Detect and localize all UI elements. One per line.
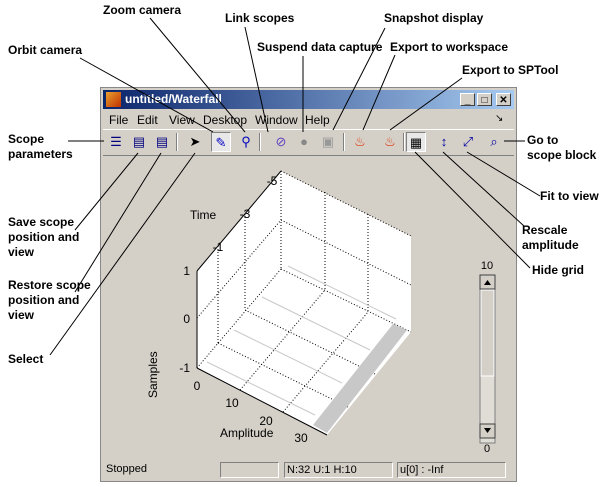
annotation-export-workspace: Export to workspace [390, 40, 509, 54]
scrollbar-min-label: 0 [484, 443, 490, 455]
annotation-snapshot: Snapshot display [384, 11, 484, 25]
waterfall-trace-latest [313, 324, 407, 433]
annotation-zoom-camera: Zoom camera [103, 3, 182, 17]
axes [196, 170, 328, 436]
time-tick: -3 [240, 207, 251, 221]
link-scopes-button[interactable]: ⊘ [275, 134, 287, 149]
menu-help[interactable]: Help [305, 113, 330, 127]
samples-tick: -1 [179, 361, 190, 375]
snapshot-button[interactable]: ▣ [321, 134, 335, 149]
time-tick: -1 [213, 240, 224, 254]
toolbar-separator [176, 133, 178, 151]
time-tick: -5 [267, 174, 278, 188]
history-scrollbar[interactable] [479, 274, 496, 444]
scrollbar-max-label: 10 [481, 260, 493, 272]
status-bar: Stopped N:32 U:1 H:10 u[0] : -Inf [103, 460, 514, 480]
toolbar: ☰ ▤ ▤ ➤ ✎ ⚲ ⊘ ● ▣ ♨ ♨ ▦ ↕ ⤢ ⌕ [103, 129, 514, 156]
rescale-amplitude-button[interactable]: ↕ [440, 134, 448, 149]
status-value: u[0] : -Inf [397, 462, 506, 478]
annotation-export-sptool: Export to SPTool [462, 63, 559, 77]
maximize-button[interactable]: □ [477, 93, 492, 106]
hide-grid-button[interactable]: ▦ [406, 132, 426, 152]
save-view-button[interactable]: ▤ [132, 134, 146, 149]
zoom-camera-button[interactable]: ⚲ [241, 134, 251, 149]
toolbar-separator [403, 133, 405, 151]
time-axis-label: Time [190, 208, 217, 222]
toolbar-separator [259, 133, 261, 151]
status-info: N:32 U:1 H:10 [284, 462, 393, 478]
waterfall-traces [206, 265, 397, 416]
amplitude-tick: 10 [225, 396, 239, 410]
select-button[interactable]: ➤ [189, 134, 201, 149]
dock-icon[interactable]: ↘ [495, 113, 504, 124]
annotation-orbit-camera: Orbit camera [8, 43, 83, 57]
grid-lines [196, 170, 412, 413]
export-sptool-button[interactable]: ♨ [384, 134, 396, 149]
orbit-camera-button[interactable]: ✎ [211, 132, 231, 152]
annotation-select: Select [8, 352, 44, 366]
close-button[interactable]: ✕ [496, 93, 511, 106]
amplitude-tick: 30 [294, 431, 308, 445]
suspend-capture-button[interactable]: ● [300, 134, 308, 149]
annotation-fit-to-view: Fit to view [540, 189, 599, 203]
samples-tick: 1 [183, 264, 190, 278]
status-field [220, 462, 279, 478]
samples-axis-label: Samples [146, 351, 160, 398]
amplitude-axis-label: Amplitude [220, 426, 274, 440]
export-workspace-button[interactable]: ♨ [354, 134, 366, 149]
status-state: Stopped [106, 463, 147, 475]
annotation-rescale: Rescale amplitude [522, 223, 579, 252]
samples-tick: 0 [183, 312, 190, 326]
toolbar-separator [343, 133, 345, 151]
amplitude-tick: 20 [259, 414, 273, 428]
annotation-hide-grid: Hide grid [532, 263, 585, 277]
amplitude-tick: 0 [194, 379, 201, 393]
go-to-scope-block-button[interactable]: ⌕ [490, 134, 498, 149]
scrollbar-thumb[interactable] [480, 289, 495, 377]
fit-to-view-button[interactable]: ⤢ [462, 134, 474, 149]
restore-view-button[interactable]: ▤ [155, 134, 169, 149]
scope-parameters-button[interactable]: ☰ [110, 134, 122, 149]
